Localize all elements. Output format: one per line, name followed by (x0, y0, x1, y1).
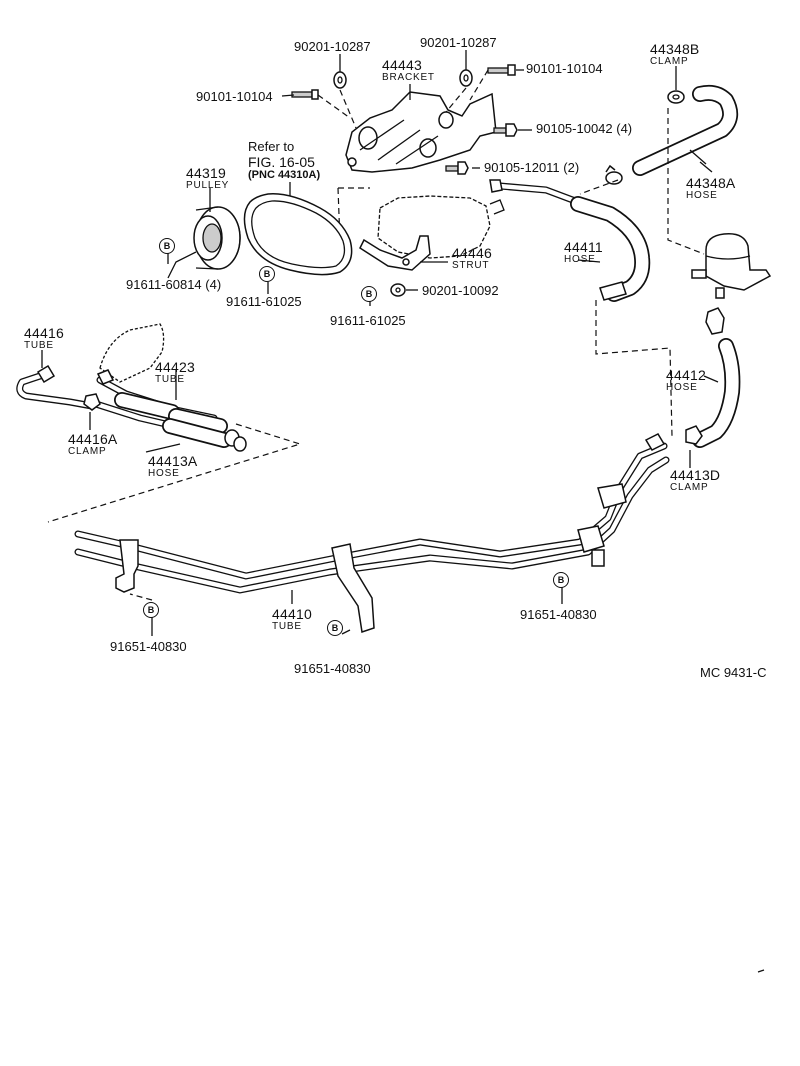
callout-washer-90201-10092: 90201-10092 (422, 283, 499, 298)
callout-hose-44411-name: HOSE (564, 254, 596, 265)
drive-belt (243, 193, 353, 276)
bracket-44443 (345, 91, 497, 173)
callout-strut-name: STRUT (452, 260, 490, 271)
diagram-code: MC 9431-C (700, 665, 767, 680)
union-fitting (705, 307, 725, 335)
callout-bolt-91651-40830-center: 91651-40830 (294, 661, 371, 676)
hose-end-fittings (224, 429, 247, 452)
bolt-marker-badge: B (143, 602, 159, 618)
bolt-marker-badge: B (259, 266, 275, 282)
callout-hose-44411-number: 44411 (564, 239, 603, 255)
callout-pulley-name: PULLEY (186, 180, 230, 191)
callout-bolt-90105-12011: 90105-12011 (2) (484, 160, 580, 175)
callout-tube-44423-name: TUBE (155, 374, 185, 385)
clamp-44416A (83, 393, 101, 411)
callout-pulley-number: 44319 (186, 165, 226, 181)
hose-44412 (692, 338, 741, 448)
bolt-90105-12011 (445, 161, 469, 175)
hose-clip-lower (605, 164, 623, 185)
callout-clamp-44413D-name: CLAMP (670, 482, 709, 493)
bolt-90101-10104-left (291, 89, 319, 100)
hose-44413A (114, 392, 232, 448)
callout-washer-90201-10287-right: 90201-10287 (420, 35, 497, 50)
tube-44416 (16, 364, 96, 410)
leader-lines (41, 50, 719, 636)
washer-90201-10287-left (333, 71, 347, 89)
bolt-marker-badge: B (361, 286, 377, 302)
reservoir (691, 233, 772, 299)
callout-tube-44410-name: TUBE (272, 621, 302, 632)
callout-clamp-44416A-number: 44416A (68, 431, 118, 447)
callout-bolt-91611-61025-b: 91611-61025 (330, 313, 406, 328)
callout-bolt-90101-10104-right: 90101-10104 (526, 61, 603, 76)
callout-pnc-ref: (PNC 44310A) (248, 169, 321, 181)
callout-refer-to: Refer to (248, 139, 295, 154)
callout-strut-number: 44446 (452, 245, 492, 261)
callout-bolt-91651-40830-left: 91651-40830 (110, 639, 187, 654)
callout-tube-44423-number: 44423 (155, 359, 195, 375)
callout-hose-44413A-name: HOSE (148, 468, 180, 479)
bolt-marker-badge: B (327, 620, 343, 636)
tube-44410 (74, 433, 670, 633)
hose-44348A (632, 84, 739, 176)
bolt-90101-10104-right (487, 64, 516, 76)
callout-hose-44348A-number: 44348A (686, 175, 736, 191)
hose-44411 (489, 179, 651, 302)
callout-tube-44416-name: TUBE (24, 340, 54, 351)
steering-gear-outline (99, 323, 165, 383)
clamp-44413D (685, 425, 703, 445)
bolt-marker-badge: B (553, 572, 569, 588)
callout-washer-90201-10287-left: 90201-10287 (294, 39, 371, 54)
callout-clamp-44348B-number: 44348B (650, 41, 700, 57)
callout-bracket-number: 44443 (382, 57, 422, 73)
callout-hose-44412-number: 44412 (666, 367, 706, 383)
callout-tube-44416-number: 44416 (24, 325, 64, 341)
callout-bracket-name: BRACKET (382, 72, 435, 83)
callout-bolt-91611-60814: 91611-60814 (4) (126, 277, 222, 292)
callout-bolt-91651-40830-right: 91651-40830 (520, 607, 597, 622)
callout-hose-44413A-number: 44413A (148, 453, 198, 469)
washer-90201-10287-right (459, 69, 473, 87)
callout-clamp-44348B-name: CLAMP (650, 56, 689, 67)
bolt-marker-badge: B (159, 238, 175, 254)
callout-fig-ref: FIG. 16-05 (248, 154, 315, 170)
bolt-90105-10042 (493, 123, 518, 137)
callout-clamp-44413D-number: 44413D (670, 467, 721, 483)
callout-clamp-44416A-name: CLAMP (68, 446, 107, 457)
callout-tube-44410-number: 44410 (272, 606, 312, 622)
callout-hose-44412-name: HOSE (666, 382, 698, 393)
callout-bolt-91611-61025-a: 91611-61025 (226, 294, 302, 309)
pulley-44319 (193, 206, 241, 270)
washer-90201-10092 (390, 283, 406, 297)
callout-bolt-90105-10042: 90105-10042 (4) (536, 121, 633, 136)
callout-hose-44348A-name: HOSE (686, 190, 718, 201)
clamp-44348B (667, 90, 685, 104)
callout-bolt-90101-10104-left: 90101-10104 (196, 89, 273, 104)
strut-44446 (359, 235, 431, 271)
